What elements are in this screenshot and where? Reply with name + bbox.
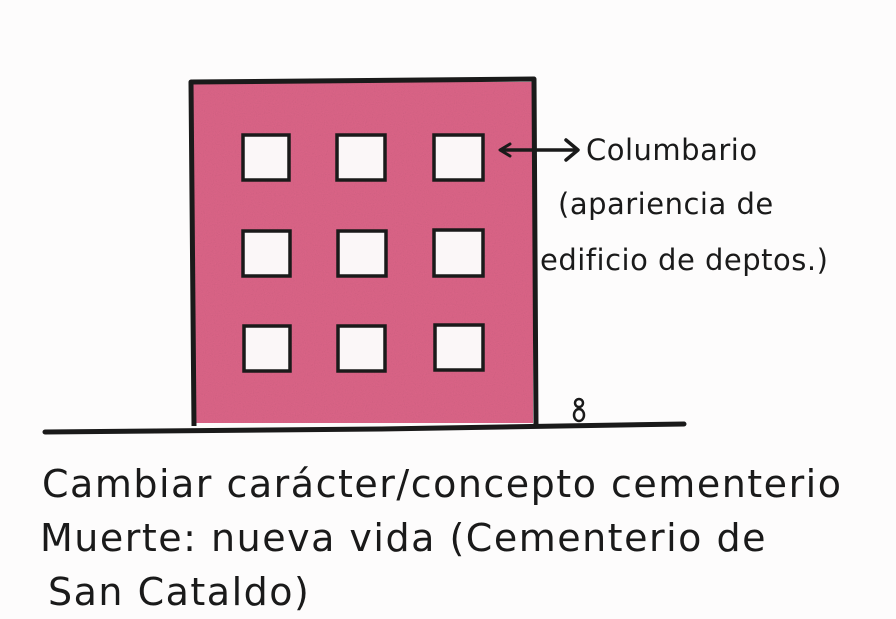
window <box>241 133 291 182</box>
person-figure-icon <box>572 397 586 423</box>
window <box>432 228 485 278</box>
caption-line-2: Muerte: nueva vida (Cementerio de <box>40 516 767 560</box>
building-outline <box>188 76 539 427</box>
caption-line-3: San Cataldo) <box>48 570 311 614</box>
window <box>335 133 387 182</box>
ground-line <box>42 421 687 435</box>
annotation-label-3: edificio de deptos.) <box>540 243 829 277</box>
window <box>241 229 292 278</box>
window <box>336 324 387 373</box>
annotation-label-2: (apariencia de <box>558 187 774 221</box>
caption-line-1: Cambiar carácter/concepto cementerio <box>42 462 843 506</box>
double-headed-arrow-icon <box>498 138 580 162</box>
annotation-label-1: Columbario <box>586 133 758 167</box>
window <box>336 229 388 278</box>
window-grid <box>241 133 485 373</box>
window <box>432 133 485 182</box>
window <box>242 324 292 373</box>
window <box>433 323 485 372</box>
